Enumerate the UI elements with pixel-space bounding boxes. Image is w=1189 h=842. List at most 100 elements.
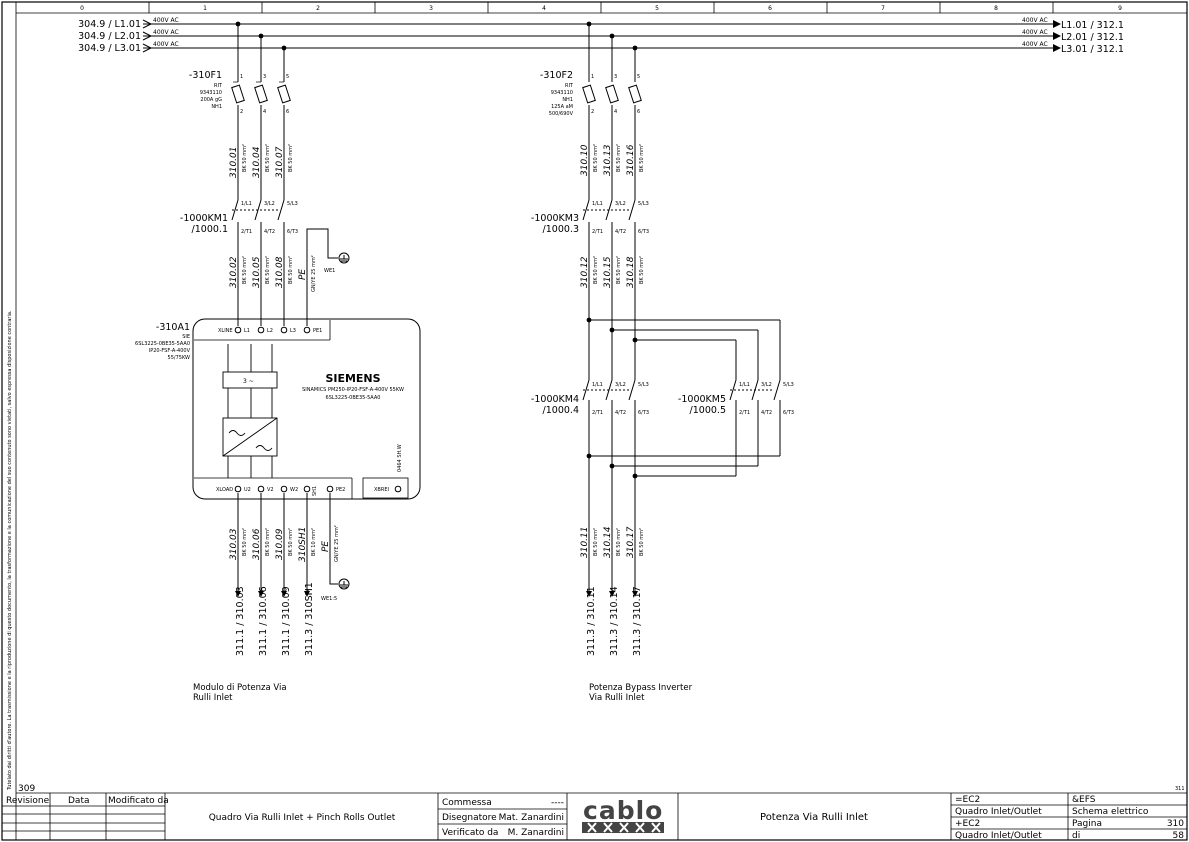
km5-tag: -1000KM5: [678, 394, 726, 405]
wire-number[interactable]: 310SH1: [298, 527, 308, 562]
f1-code: 9343110: [200, 90, 222, 96]
terminal-label: 1/L1: [592, 382, 603, 388]
contactor-km3[interactable]: [582, 199, 636, 221]
supply-in-ref[interactable]: 304.9 / L2.01: [78, 31, 141, 42]
wire-number[interactable]: 310.01: [229, 147, 239, 179]
function-code: =EC2: [955, 795, 980, 805]
wire-number[interactable]: 310.15: [603, 256, 613, 288]
terminal-label: 6/T3: [638, 229, 649, 235]
terminal-label: 2/T1: [241, 229, 252, 235]
supply-out-ref[interactable]: L3.01 / 312.1: [1061, 44, 1124, 55]
terminal-label: 6/T3: [638, 410, 649, 416]
cross-ref[interactable]: 311.3 / 310.17: [632, 586, 643, 656]
title-block: [2, 792, 1187, 840]
location-code: +EC2: [955, 819, 980, 829]
fuse-f1[interactable]: [231, 84, 291, 104]
module-desc: SINAMICS PM250-IP20-FSF-A-400V 55KW: [302, 387, 404, 393]
voltage-label: 400V AC: [1022, 17, 1048, 24]
connector-label: XLOAD: [216, 487, 233, 493]
wire-number[interactable]: 310.03: [229, 528, 239, 560]
contactor-km4[interactable]: [582, 379, 636, 401]
wire-spec: BK 50 mm²: [593, 256, 599, 284]
output-terminals[interactable]: [234, 485, 402, 493]
wire-number[interactable]: 310.16: [626, 144, 636, 176]
wire-spec: BK 50 mm²: [265, 256, 271, 284]
wire-spec: BK 50 mm²: [639, 256, 645, 284]
wire-spec: BK 50 mm²: [616, 256, 622, 284]
wire-number[interactable]: 310.08: [275, 256, 285, 288]
wire-spec: BK 50 mm²: [242, 528, 248, 556]
designer-value: Mat. Zanardini: [499, 813, 564, 823]
km4-ref[interactable]: /1000.4: [543, 405, 579, 416]
f2-tag: -310F2: [540, 70, 573, 81]
terminal-label: V2: [267, 487, 274, 493]
wire-number[interactable]: 310.17: [626, 526, 636, 558]
wire-number[interactable]: 310.07: [275, 146, 285, 178]
modified-header: Modificato da: [108, 796, 169, 806]
wire-number[interactable]: 310.11: [580, 527, 590, 559]
km3-ref[interactable]: /1000.3: [543, 224, 579, 235]
caption: Rulli Inlet: [193, 693, 233, 703]
wire-number[interactable]: 310.10: [580, 144, 590, 176]
terminal-label: 5/L3: [638, 201, 649, 207]
input-terminals[interactable]: [234, 326, 311, 334]
km1-ref[interactable]: /1000.1: [192, 224, 228, 235]
f2-voltage: 500/690V: [549, 111, 574, 117]
f1-rating: 200A gG: [200, 97, 222, 103]
cross-ref[interactable]: 311.1 / 310.09: [281, 586, 292, 656]
xbrei-connector[interactable]: [362, 477, 409, 499]
f1-tag: -310F1: [189, 70, 222, 81]
module-tag: -310A1: [156, 322, 190, 333]
wire-number[interactable]: 310.13: [603, 144, 613, 176]
supply-out-ref[interactable]: L1.01 / 312.1: [1061, 20, 1124, 31]
wire-number[interactable]: PE: [298, 269, 308, 280]
contactor-km1[interactable]: [231, 199, 285, 221]
wire-number[interactable]: 310.18: [626, 256, 636, 288]
wire-spec: BK 50 mm²: [265, 144, 271, 172]
wire-number[interactable]: 310.09: [275, 528, 285, 560]
wire-number[interactable]: 310.05: [252, 256, 262, 288]
cross-ref[interactable]: 311.3 / 310SH1: [304, 582, 315, 656]
cross-ref[interactable]: 311.1 / 310.03: [235, 586, 246, 656]
supply-in-ref[interactable]: 304.9 / L1.01: [78, 19, 141, 30]
column-ruler: 0 1 2 3 4 5 6 7 8 9: [80, 5, 1122, 12]
next-page-ref[interactable]: 311: [1175, 786, 1185, 792]
converter-symbol: [222, 344, 278, 478]
wire-spec: GN/YE 25 mm²: [334, 525, 340, 562]
terminal-label: 3/L2: [264, 201, 275, 207]
wire-number[interactable]: 310.06: [252, 528, 262, 560]
prev-page-ref[interactable]: 309: [18, 784, 35, 794]
page-number: 310: [1167, 819, 1184, 829]
f1-size: NH1: [211, 104, 222, 110]
voltage-label: 400V AC: [153, 17, 179, 24]
earth-icon: [338, 578, 350, 590]
page-title: Potenza Via Rulli Inlet: [760, 812, 868, 823]
contactor-km5[interactable]: [729, 379, 781, 401]
supply-in-ref[interactable]: 304.9 / L3.01: [78, 43, 141, 54]
wire-number[interactable]: 310.02: [229, 256, 239, 288]
module-type: IP20-FSF-A-400V: [149, 348, 191, 354]
wire-number[interactable]: 310.04: [252, 146, 262, 178]
module-side-text: 0464 SH.W: [397, 444, 403, 472]
cross-ref[interactable]: 311.3 / 310.11: [586, 586, 597, 656]
wire-number[interactable]: 310.12: [580, 256, 590, 288]
junction-dots: [586, 317, 638, 479]
wire-number[interactable]: PE: [321, 541, 331, 552]
wire-number[interactable]: 310.14: [603, 526, 613, 558]
pin-label: 5: [286, 74, 289, 80]
terminal-label: L2: [267, 328, 273, 334]
terminal-label: 2/T1: [739, 410, 750, 416]
supply-out-ref[interactable]: L2.01 / 312.1: [1061, 32, 1124, 43]
terminal-label: 5/L3: [783, 382, 794, 388]
wire-spec: GN/YE 25 mm²: [311, 255, 317, 292]
power-module-a1[interactable]: [192, 318, 421, 500]
terminal-label: 6/T3: [783, 410, 794, 416]
km5-ref[interactable]: /1000.5: [690, 405, 726, 416]
checked-label: Verificato da: [442, 828, 498, 838]
pin-label: 4: [263, 109, 266, 115]
cross-ref[interactable]: 311.3 / 310.14: [609, 586, 620, 656]
fuse-f2[interactable]: [582, 84, 642, 104]
cross-ref[interactable]: 311.1 / 310.06: [258, 586, 269, 656]
voltage-label: 400V AC: [153, 29, 179, 36]
wire-spec: BK 50 mm²: [288, 256, 294, 284]
